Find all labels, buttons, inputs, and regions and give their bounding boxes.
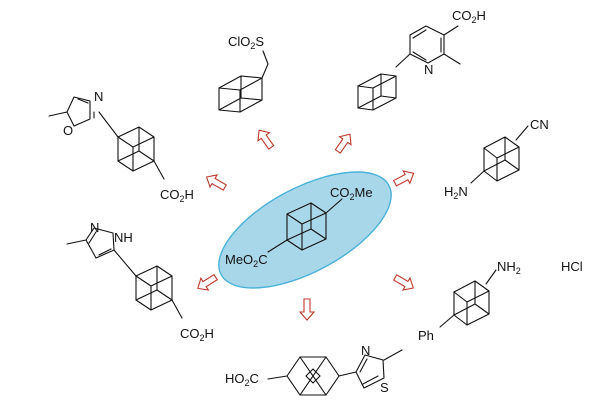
pyrazole-acid-label: CO2H (180, 326, 214, 343)
sulfonyl-chloride-cubane: ClO2S (218, 34, 269, 113)
thiazole-cubane-acid: HO2C N S (225, 343, 403, 396)
pyrazole-n-label: N (90, 220, 99, 235)
amine-nh2-label: NH2 (497, 259, 521, 276)
arrow-to-top-right (334, 133, 352, 154)
thiazole-n-label: N (361, 343, 370, 358)
arrow-to-top-center (257, 129, 275, 150)
oxazole-cubane-acid: O N CO2H (48, 89, 194, 204)
nitrile-label: CN (530, 117, 549, 132)
pyridine-acid-cubane: CO2H N (357, 8, 486, 111)
central-top-ester-label: CO2Me (330, 185, 373, 202)
arrow-to-left-oxazole (205, 174, 228, 191)
central-cubane-cage (267, 198, 343, 253)
reaction-arrows (197, 129, 415, 321)
central-cubane-diester: CO2Me MeO2C (218, 171, 392, 289)
pyrazole-nh-label: NH (114, 230, 133, 245)
pyridine-n-label: N (424, 62, 433, 77)
amine-label: H2N (444, 184, 468, 201)
thiazole-s-label: S (380, 380, 389, 395)
central-bottom-ester-label: MeO2C (225, 252, 268, 269)
thiazole-acid-label: HO2C (225, 371, 259, 388)
arrow-to-bottom-thiazole (298, 298, 316, 321)
oxazole-acid-label: CO2H (160, 187, 194, 204)
pyrazole-cubane-acid: N NH CO2H (66, 220, 214, 343)
oxazole-o-label: O (63, 123, 73, 138)
highlight-ellipse (218, 171, 392, 289)
hcl-label: HCl (561, 259, 583, 274)
arrow-to-lower-right-amine (392, 274, 415, 291)
arrow-to-left-pyrazole (197, 273, 218, 291)
phenyl-aminocubane-hcl: NH2 HCl Ph (418, 259, 583, 343)
pyridine-acid-label: CO2H (452, 8, 486, 25)
phenyl-label: Ph (418, 328, 434, 343)
amino-cubane-nitrile: CN H2N (444, 117, 549, 201)
arrow-to-right-nitrile (392, 170, 415, 187)
sulfonyl-chloride-label: ClO2S (228, 34, 264, 51)
oxazole-n-label: N (94, 89, 103, 104)
